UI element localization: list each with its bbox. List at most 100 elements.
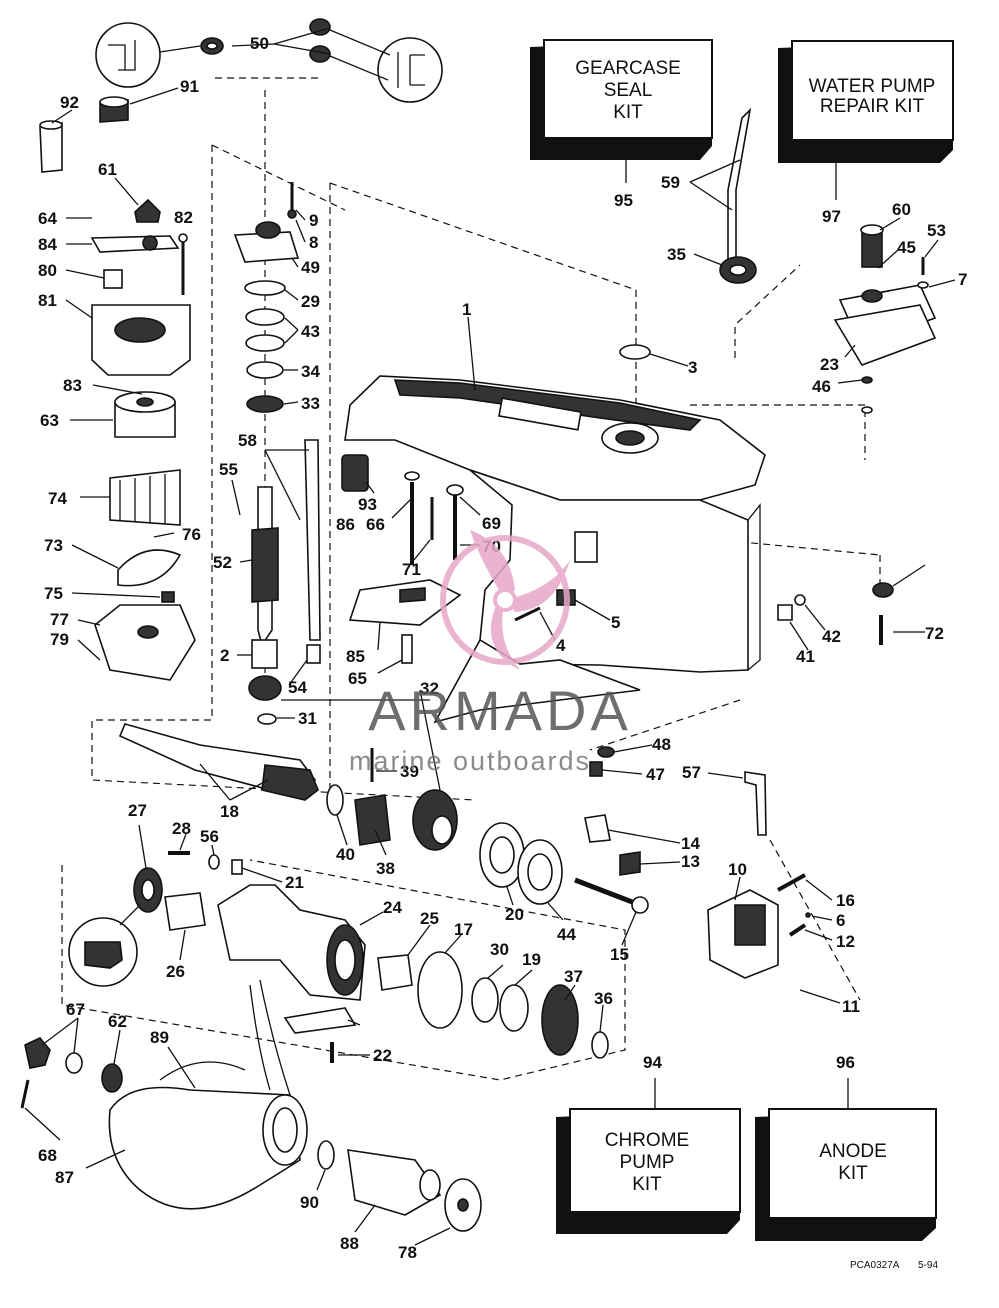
callout-61: 61 bbox=[98, 160, 117, 179]
callout-21: 21 bbox=[285, 873, 304, 892]
kit-95-line-2: SEAL bbox=[604, 80, 653, 101]
callout-63: 63 bbox=[40, 411, 59, 430]
callout-62: 62 bbox=[108, 1012, 127, 1031]
callout-66: 66 bbox=[366, 515, 385, 534]
kit-97-line-2: REPAIR KIT bbox=[820, 96, 925, 117]
callout-84: 84 bbox=[38, 235, 57, 254]
callout-79: 79 bbox=[50, 630, 69, 649]
callout-72: 72 bbox=[925, 624, 944, 643]
callout-37: 37 bbox=[564, 967, 583, 986]
callout-54: 54 bbox=[288, 678, 307, 697]
callout-53: 53 bbox=[927, 221, 946, 240]
leader-lines bbox=[24, 27, 956, 1246]
callout-32: 32 bbox=[420, 679, 439, 698]
housing-small-parts bbox=[341, 107, 757, 664]
callout-65: 65 bbox=[348, 669, 367, 688]
callout-69: 69 bbox=[482, 514, 501, 533]
callout-50: 50 bbox=[250, 34, 269, 53]
callout-60: 60 bbox=[892, 200, 911, 219]
callout-96: 96 bbox=[836, 1053, 855, 1072]
callout-97: 97 bbox=[822, 207, 841, 226]
callout-52: 52 bbox=[213, 553, 232, 572]
kit-94-line-2: PUMP bbox=[620, 1152, 675, 1173]
callout-25: 25 bbox=[420, 909, 439, 928]
callout-40: 40 bbox=[336, 845, 355, 864]
callout-92: 92 bbox=[60, 93, 79, 112]
callout-7: 7 bbox=[958, 270, 967, 289]
callout-94: 94 bbox=[643, 1053, 662, 1072]
callout-78: 78 bbox=[398, 1243, 417, 1262]
callout-85: 85 bbox=[346, 647, 365, 666]
callout-8: 8 bbox=[309, 233, 318, 252]
callout-42: 42 bbox=[822, 627, 841, 646]
callout-34: 34 bbox=[301, 362, 320, 381]
callout-10: 10 bbox=[728, 860, 747, 879]
callout-91: 91 bbox=[180, 77, 199, 96]
callout-22: 22 bbox=[373, 1046, 392, 1065]
callout-77: 77 bbox=[50, 610, 69, 629]
callout-38: 38 bbox=[376, 859, 395, 878]
right-fasteners bbox=[589, 582, 894, 777]
callout-88: 88 bbox=[340, 1234, 359, 1253]
callout-71: 71 bbox=[402, 560, 421, 579]
kit-94-line-3: KIT bbox=[632, 1174, 662, 1195]
callout-95: 95 bbox=[614, 191, 633, 210]
driveshaft-parts bbox=[233, 182, 430, 725]
callout-80: 80 bbox=[38, 261, 57, 280]
callout-86: 86 bbox=[336, 515, 355, 534]
callout-27: 27 bbox=[128, 801, 147, 820]
callout-13: 13 bbox=[681, 852, 700, 871]
callout-43: 43 bbox=[301, 322, 320, 341]
kit-95-line-3: KIT bbox=[613, 102, 643, 123]
footer-date: 5-94 bbox=[918, 1260, 938, 1271]
callout-17: 17 bbox=[454, 920, 473, 939]
callout-36: 36 bbox=[594, 989, 613, 1008]
callout-39: 39 bbox=[400, 762, 419, 781]
callout-9: 9 bbox=[309, 211, 318, 230]
callout-58: 58 bbox=[238, 431, 257, 450]
callout-67: 67 bbox=[66, 1000, 85, 1019]
callout-26: 26 bbox=[166, 962, 185, 981]
callout-4: 4 bbox=[556, 636, 566, 655]
callout-73: 73 bbox=[44, 536, 63, 555]
callout-24: 24 bbox=[383, 898, 402, 917]
kit-97-line-1: WATER PUMP bbox=[809, 76, 936, 97]
kit-94-line-1: CHROME bbox=[605, 1130, 689, 1151]
callout-90: 90 bbox=[300, 1193, 319, 1212]
callout-11: 11 bbox=[842, 997, 860, 1016]
callout-33: 33 bbox=[301, 394, 320, 413]
callout-6: 6 bbox=[836, 911, 845, 930]
kit-96-line-2: KIT bbox=[838, 1163, 868, 1184]
callout-18: 18 bbox=[220, 802, 239, 821]
callout-75: 75 bbox=[44, 584, 63, 603]
callout-44: 44 bbox=[557, 925, 576, 944]
callout-1: 1 bbox=[462, 300, 471, 319]
callout-56: 56 bbox=[200, 827, 219, 846]
callout-35: 35 bbox=[667, 245, 686, 264]
callout-14: 14 bbox=[681, 834, 700, 853]
callout-45: 45 bbox=[897, 238, 916, 257]
callout-93: 93 bbox=[358, 495, 377, 514]
callout-47: 47 bbox=[646, 765, 665, 784]
callout-49: 49 bbox=[301, 258, 320, 277]
callout-15: 15 bbox=[610, 945, 629, 964]
callout-31: 31 bbox=[298, 709, 317, 728]
callout-46: 46 bbox=[812, 377, 831, 396]
callout-68: 68 bbox=[38, 1146, 57, 1165]
callout-41: 41 bbox=[796, 647, 815, 666]
callout-48: 48 bbox=[652, 735, 671, 754]
kit-box-water-pump-repair: WATER PUMP REPAIR KIT bbox=[778, 40, 954, 163]
cover-assembly bbox=[833, 224, 937, 414]
watermark-tagline: marine outboards bbox=[349, 746, 591, 776]
kit-95-line-1: GEARCASE bbox=[575, 58, 681, 79]
callout-12: 12 bbox=[836, 932, 855, 951]
footer-code: PCA0327A bbox=[850, 1260, 900, 1271]
watermark-logo-icon bbox=[440, 530, 570, 670]
callout-59: 59 bbox=[661, 173, 680, 192]
callout-83: 83 bbox=[63, 376, 82, 395]
watermark: ARMADA marine outboards bbox=[349, 530, 632, 776]
watermark-brand: ARMADA bbox=[368, 679, 632, 742]
callout-57: 57 bbox=[682, 763, 701, 782]
callout-16: 16 bbox=[836, 891, 855, 910]
